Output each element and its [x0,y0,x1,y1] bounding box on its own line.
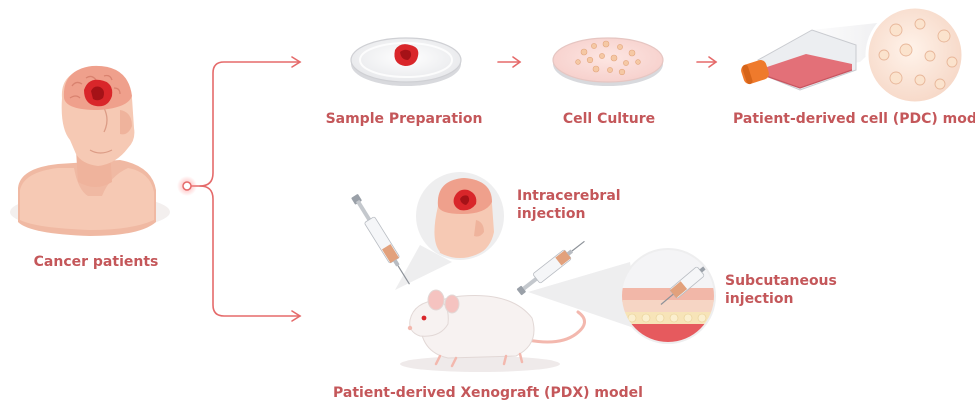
petri-dish-cells-icon [552,37,664,86]
label-subcutaneous-injection: Subcutaneous injection [725,272,837,308]
branch-node-icon [177,176,197,196]
connector-lines [186,56,718,322]
label-cell-culture: Cell Culture [562,111,656,127]
syringe-icon [351,194,410,285]
cell-zoom-circle-icon [865,5,965,105]
label-subcutaneous-line1: Subcutaneous [725,273,837,289]
label-intracerebral-line1: Intracerebral [517,188,621,204]
syringe-icon [516,240,585,296]
petri-dish-tissue-icon [350,37,462,86]
subcutaneous-zoom-icon [528,248,716,344]
label-intracerebral-injection: Intracerebral injection [517,187,627,223]
intracerebral-zoom-icon [395,172,504,290]
patient-bust-icon [10,65,170,236]
label-sample-preparation: Sample Preparation [325,111,483,127]
label-cancer-patients: Cancer patients [33,254,159,270]
label-pdx-model: Patient-derived Xenograft (PDX) model [333,385,643,401]
label-subcutaneous-line2: injection [725,291,794,307]
label-intracerebral-line2: injection [517,206,586,222]
label-pdc-model: Patient-derived cell (PDC) model [733,111,975,127]
mouse-icon [400,289,586,372]
